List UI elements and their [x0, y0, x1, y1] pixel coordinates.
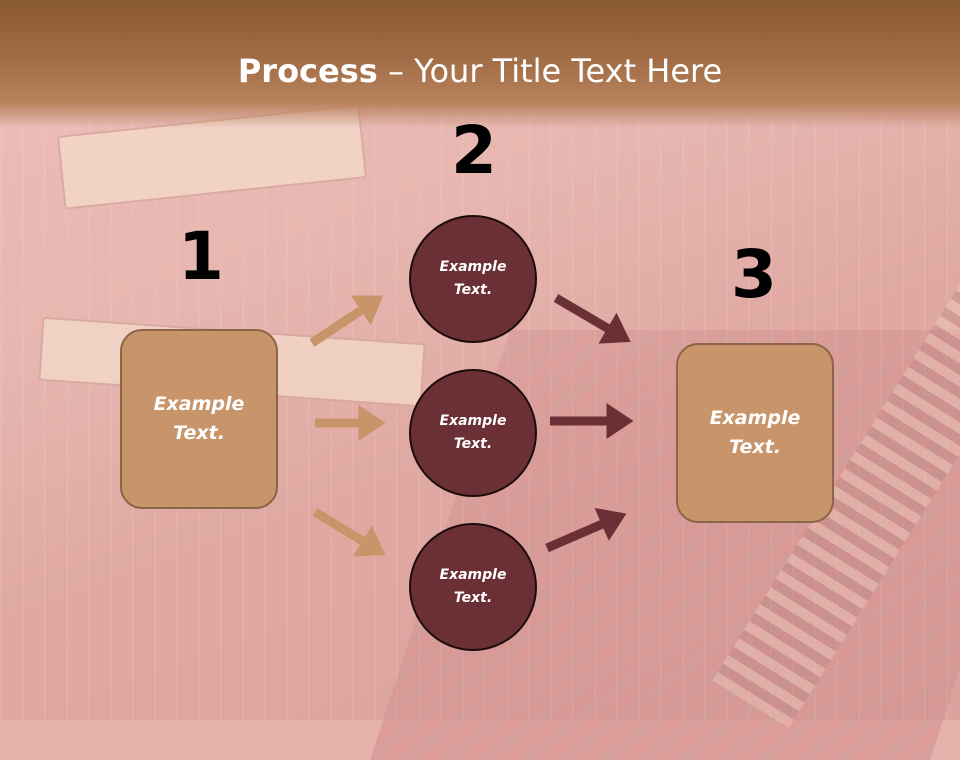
- arrow-bottom-to-right: [545, 507, 627, 553]
- title-bold: Process: [237, 52, 378, 90]
- title-rest: – Your Title Text Here: [377, 52, 723, 90]
- circle-middle: Example Text.: [409, 369, 537, 497]
- right-box: Example Text.: [676, 343, 834, 523]
- title-band: [0, 0, 960, 128]
- circle-middle-text: Example Text.: [439, 413, 507, 452]
- left-box-text: Example Text.: [153, 393, 245, 444]
- arrow-top-to-right: [553, 294, 631, 344]
- step-number-1: 1: [178, 218, 224, 295]
- circle-bottom-text: Example Text.: [439, 567, 507, 606]
- circle-top: Example Text.: [409, 215, 537, 343]
- arrows-layer: [309, 294, 634, 557]
- step-number-2: 2: [451, 112, 497, 189]
- left-box: Example Text.: [120, 329, 278, 509]
- right-box-text: Example Text.: [709, 407, 801, 458]
- step-number-3: 3: [731, 236, 777, 313]
- slide-title: Process – Your Title Text Here: [0, 52, 960, 90]
- circle-top-text: Example Text.: [439, 259, 507, 298]
- circle-bottom: Example Text.: [409, 523, 537, 651]
- arrow-left-to-bottom: [312, 508, 386, 557]
- arrow-left-to-top: [309, 295, 384, 347]
